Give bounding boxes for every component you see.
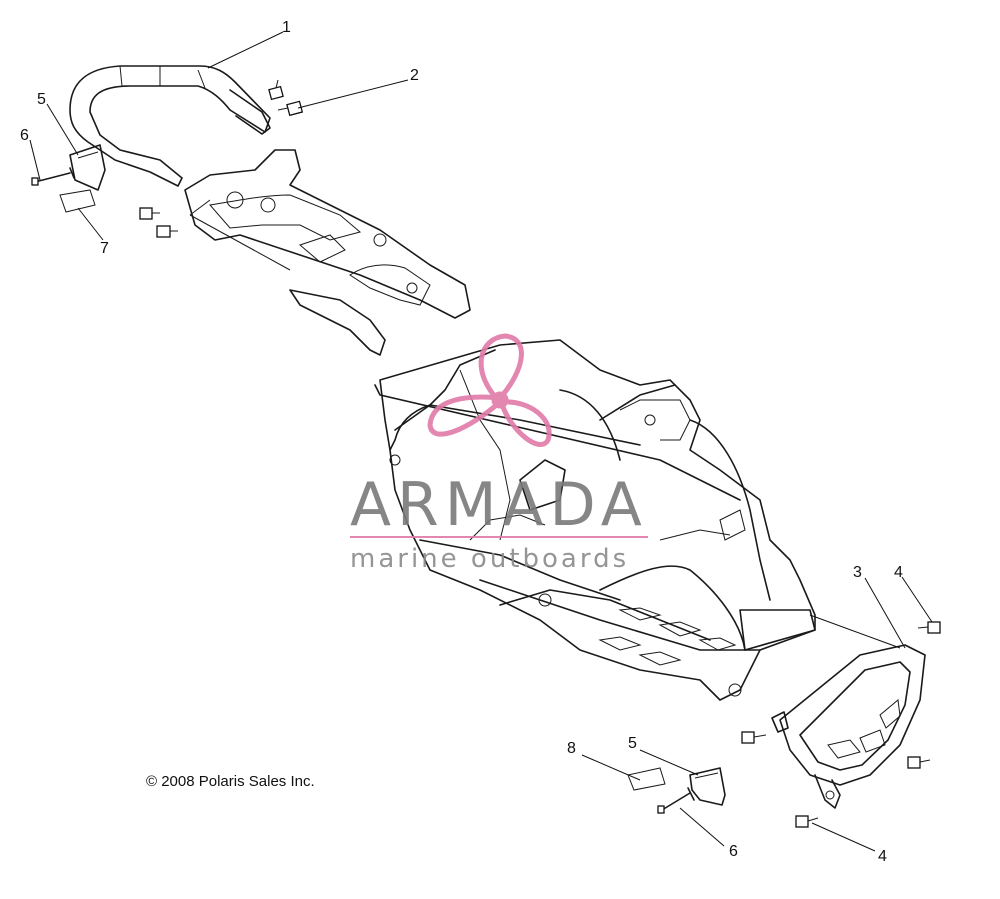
leader-3: [864, 577, 906, 649]
watermark-subtitle: marine outboards: [350, 544, 629, 574]
callout-2: 2: [410, 67, 419, 84]
bolt: [156, 225, 178, 238]
leader-6a: [29, 139, 41, 181]
leader-6b: [679, 807, 725, 847]
pad-lower: [627, 767, 666, 791]
leader-4a: [901, 576, 933, 623]
pin-lower: [657, 787, 695, 814]
bolt: [795, 815, 819, 828]
callout-6-lower: 6: [729, 843, 738, 860]
leader-5b: [639, 749, 699, 776]
upper-sub-frame: [184, 149, 471, 356]
watermark: ARMADA marine outboards: [350, 333, 648, 574]
watermark-logo-mark: [427, 333, 552, 447]
leader-5a: [46, 103, 79, 156]
copyright-text: © 2008 Polaris Sales Inc.: [146, 773, 315, 790]
pin-upper: [31, 167, 75, 186]
leader-7: [77, 207, 104, 241]
callout-8: 8: [567, 740, 576, 757]
callout-5-upper: 5: [37, 91, 46, 108]
leader-2: [297, 79, 409, 109]
callout-6-upper: 6: [20, 127, 29, 144]
pad-upper: [59, 189, 96, 213]
leader-8: [581, 754, 641, 781]
callout-3: 3: [853, 564, 862, 581]
leader-1: [207, 31, 284, 69]
leader-4b: [811, 822, 876, 852]
bolt: [139, 207, 160, 220]
bolt: [268, 79, 284, 101]
bolt: [741, 731, 767, 744]
bracket-upper: [69, 144, 106, 191]
rear-grab-bar: [69, 65, 271, 187]
bracket-lower: [689, 767, 726, 806]
callout-4-upper: 4: [894, 564, 903, 581]
bolt: [907, 756, 931, 769]
bolt: [277, 100, 304, 117]
leader-bumper-frame: [809, 614, 901, 649]
callouts: 1 2 3 4 4 5 5 6 6 7 8: [20, 19, 903, 865]
callout-1: 1: [282, 19, 291, 36]
watermark-title: ARMADA: [350, 470, 648, 540]
leader-lines: [29, 31, 933, 852]
main-frame: [374, 339, 816, 701]
front-bumper: [771, 644, 926, 809]
callout-4-lower: 4: [878, 848, 887, 865]
callout-5-lower: 5: [628, 735, 637, 752]
bolt: [917, 621, 941, 634]
callout-7: 7: [100, 240, 109, 257]
bolts: [139, 79, 941, 828]
